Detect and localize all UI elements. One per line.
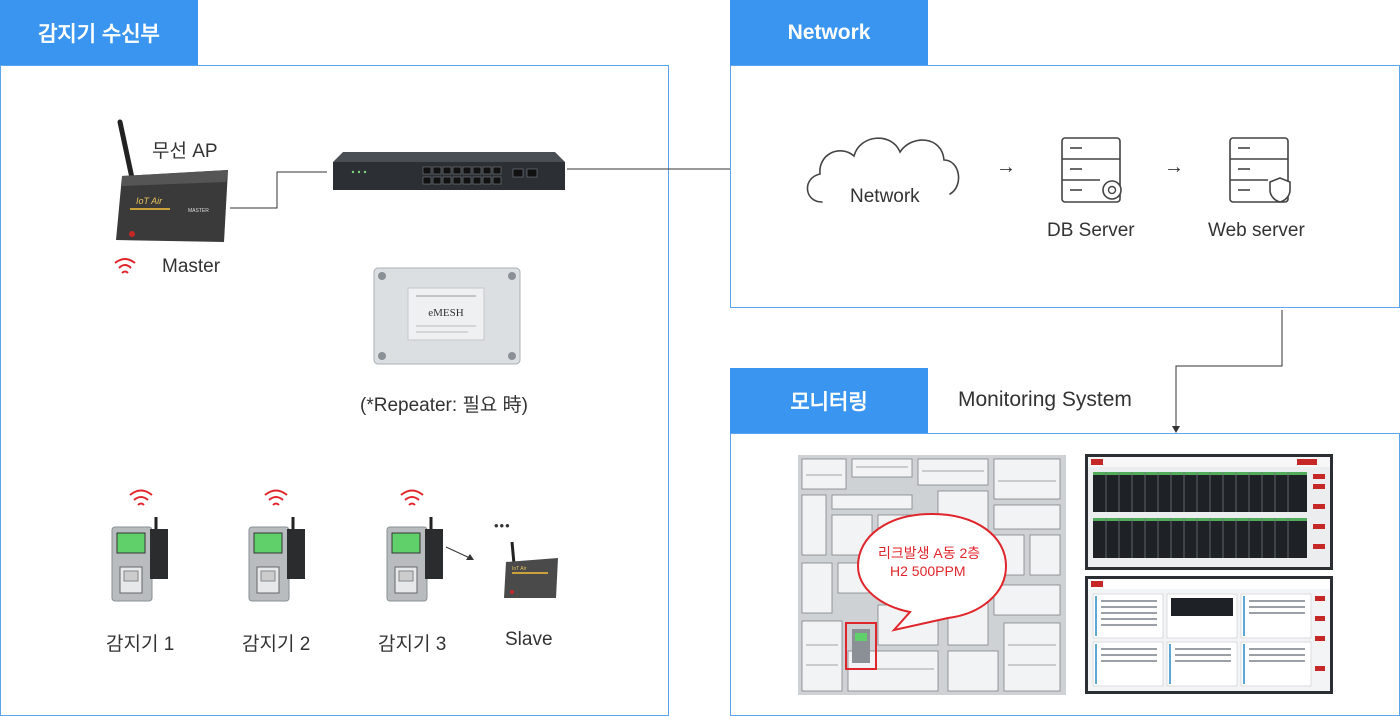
detector-1-device [111, 517, 168, 602]
detector-1-label: 감지기 1 [106, 634, 175, 655]
monitoring-system-label: Monitoring System [958, 388, 1132, 411]
arrow-network-db: → [996, 156, 1016, 178]
svg-text:IoT Air: IoT Air [136, 196, 163, 206]
repeater-device: eMESH [373, 267, 521, 365]
detector-3-wifi-icon [400, 489, 424, 506]
web-server-icon [1229, 137, 1291, 203]
master-wifi-icon [114, 258, 136, 274]
floor-plan-map [798, 455, 1066, 695]
arrow-db-web: → [1164, 156, 1184, 178]
slave-label: Slave [505, 629, 553, 650]
slave-device: IoT Air [504, 541, 558, 598]
db-server-icon [1061, 137, 1122, 203]
monitoring-tab-label: 모니터링 [790, 391, 868, 414]
ap-label: 무선 AP [152, 141, 218, 162]
repeater-label: (*Repeater: 필요 時) [360, 395, 529, 416]
alert-bubble-line1: 리크발생 A동 2층 [878, 545, 981, 561]
detector-2-label: 감지기 2 [242, 634, 311, 655]
cloud-icon [806, 137, 960, 203]
network-tab-label: Network [787, 21, 871, 44]
svg-text:eMESH: eMESH [428, 307, 464, 319]
monitor-screen-grid [1085, 454, 1333, 570]
receiver-tab[interactable]: 감지기 수신부 [0, 0, 198, 66]
slave-ellipsis: ••• [494, 518, 511, 533]
monitoring-tab[interactable]: 모니터링 [730, 368, 928, 434]
master-label: Master [162, 256, 221, 277]
detector-3-label: 감지기 3 [378, 634, 447, 655]
network-switch [333, 152, 565, 190]
detector-2-device [248, 517, 305, 602]
db-server-label: DB Server [1047, 220, 1135, 241]
network-tab[interactable]: Network [730, 0, 928, 66]
wireless-ap-device: IoT Air MASTER [116, 119, 228, 242]
detector-2-wifi-icon [264, 489, 288, 506]
monitor-screen-list [1085, 576, 1333, 694]
slave-arrow [445, 546, 474, 560]
alert-bubble-line2: H2 500PPM [890, 563, 966, 579]
svg-text:MASTER: MASTER [188, 208, 209, 214]
receiver-tab-label: 감지기 수신부 [38, 23, 160, 46]
svg-text:IoT Air: IoT Air [512, 566, 527, 572]
cloud-label: Network [850, 186, 920, 207]
alert-bubble-shape [856, 512, 1008, 632]
detector-1-wifi-icon [129, 489, 153, 506]
web-server-label: Web server [1208, 220, 1305, 241]
detector-3-device [386, 517, 443, 602]
